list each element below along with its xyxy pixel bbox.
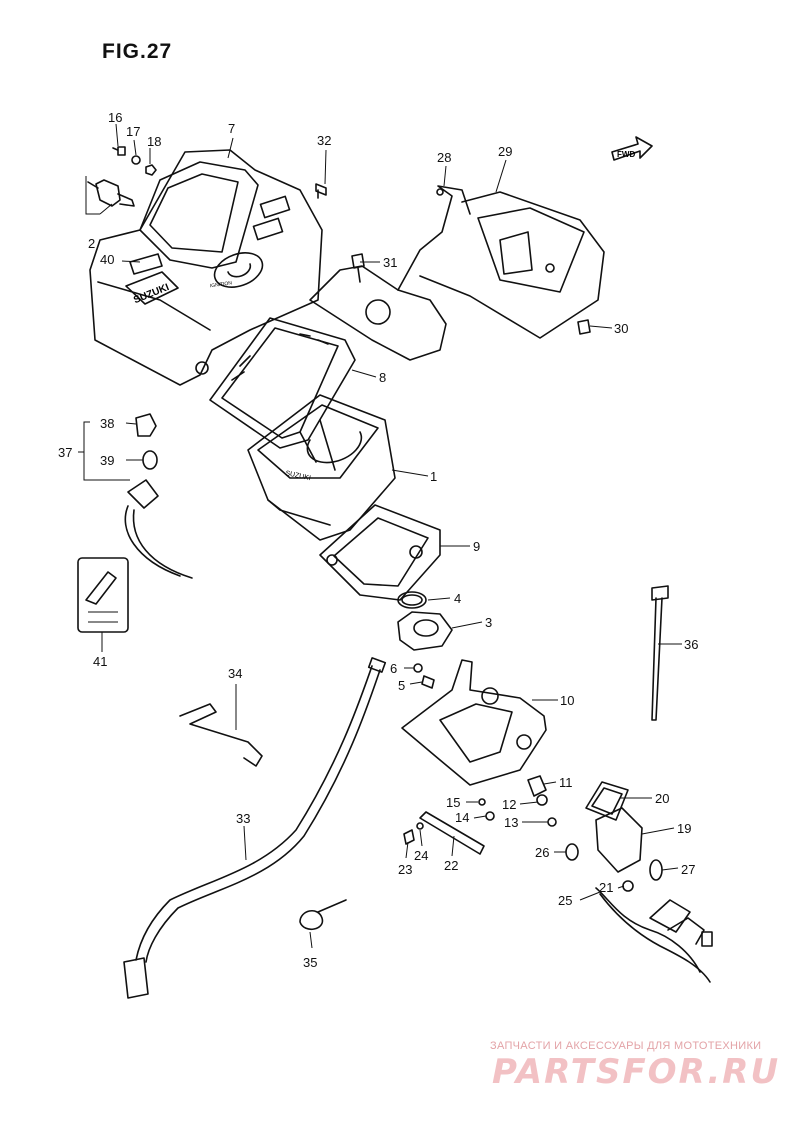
- drive-gear-part-3: [397, 611, 453, 651]
- callout-25: 25: [558, 893, 573, 908]
- callout-34: 34: [228, 666, 243, 681]
- cable-tie-part-36: [651, 585, 669, 721]
- callout-30: 30: [614, 321, 629, 336]
- plate-part-22: [419, 811, 485, 855]
- callout-3: 3: [485, 615, 493, 630]
- callout-9: 9: [473, 539, 481, 554]
- fwd-arrow-text: FWD: [617, 150, 635, 159]
- ignition-lettering: IGNITION: [210, 280, 233, 289]
- callout-16: 16: [108, 110, 123, 125]
- callout-14: 14: [455, 810, 470, 825]
- callout-5: 5: [398, 678, 406, 693]
- screw-part-13: [547, 817, 557, 827]
- callout-40: 40: [100, 252, 115, 267]
- callout-31: 31: [383, 255, 398, 270]
- callout-33: 33: [236, 811, 251, 826]
- callout-29: 29: [498, 144, 513, 159]
- trip-knob-part-2: [87, 179, 135, 207]
- callout-28: 28: [437, 150, 452, 165]
- callout-32: 32: [317, 133, 332, 148]
- callout-26: 26: [535, 845, 550, 860]
- figure-title: FIG.27: [102, 40, 173, 63]
- screw-part-32: [315, 183, 327, 199]
- callout-17: 17: [126, 124, 141, 139]
- screw-part-23: [403, 829, 415, 845]
- callout-6: 6: [390, 661, 398, 676]
- callout-21: 21: [599, 880, 614, 895]
- bulb-part-26: [565, 843, 579, 861]
- fwd-arrow: FWD: [611, 136, 653, 161]
- callout-13: 13: [504, 815, 519, 830]
- watermark-subtitle: ЗАПЧАСТИ И АКСЕССУАРЫ ДЛЯ МОТОТЕХНИКИ: [490, 1040, 762, 1052]
- gasket-part-8: [209, 317, 356, 449]
- callout-1: 1: [430, 469, 438, 484]
- meter-cover-part-7: SUZUKI IGNITION: [89, 149, 323, 386]
- callout-8: 8: [379, 370, 387, 385]
- washer-part-6: [413, 663, 423, 673]
- callout-20: 20: [655, 791, 670, 806]
- label-part-41: [77, 557, 129, 633]
- callout-37: 37: [58, 445, 73, 460]
- upper-cover-part-29: [419, 191, 605, 339]
- callout-35: 35: [303, 955, 318, 970]
- spring-part-35: [299, 899, 347, 930]
- callout-18: 18: [147, 134, 162, 149]
- callout-39: 39: [100, 453, 115, 468]
- screw-part-5: [421, 675, 435, 689]
- nut-part-12: [536, 794, 548, 806]
- cushion-part-11: [527, 775, 547, 797]
- callout-10: 10: [560, 693, 575, 708]
- clip-part-34: [179, 703, 263, 767]
- harness-part-25: [595, 887, 713, 983]
- bulb-part-39: [142, 450, 158, 470]
- callout-22: 22: [444, 858, 459, 873]
- callout-7: 7: [228, 121, 236, 136]
- bulb-socket-part-38: [135, 413, 157, 437]
- o-ring-part-4: [397, 591, 427, 609]
- washer-part-15: [478, 798, 486, 806]
- washer-part-24: [416, 822, 424, 830]
- callout-19: 19: [677, 821, 692, 836]
- screw-part-30: [577, 319, 591, 335]
- case-brand-lettering: SUZUKI: [285, 470, 312, 482]
- callout-23: 23: [398, 862, 413, 877]
- stay-part-28: [309, 185, 471, 361]
- lower-gasket-part-9: [319, 504, 441, 601]
- nut-part-18: [145, 164, 157, 176]
- bracket-part-10: [401, 659, 547, 786]
- callout-4: 4: [454, 591, 462, 606]
- screw-part-31: [351, 253, 365, 283]
- socket-part-21: [622, 880, 634, 892]
- callout-11: 11: [559, 775, 573, 790]
- callout-2: 2: [88, 236, 96, 251]
- callout-36: 36: [684, 637, 699, 652]
- screw-part-16: [112, 146, 126, 156]
- callout-15: 15: [446, 795, 461, 810]
- callout-38: 38: [100, 416, 115, 431]
- screw-part-14: [485, 811, 495, 821]
- bulb-part-27: [649, 859, 663, 881]
- watermark-brand: PARTSFOR.RU: [492, 1052, 781, 1092]
- callout-24: 24: [414, 848, 429, 863]
- leader-lines: [78, 123, 682, 949]
- washer-part-17: [131, 155, 141, 165]
- socket-wire-part-37: [124, 479, 193, 579]
- speedometer-cable-part-33: [123, 657, 387, 999]
- callout-41: 41: [93, 654, 108, 669]
- callout-12: 12: [502, 797, 517, 812]
- indicator-case-part-19: [595, 807, 643, 873]
- callout-27: 27: [681, 862, 696, 877]
